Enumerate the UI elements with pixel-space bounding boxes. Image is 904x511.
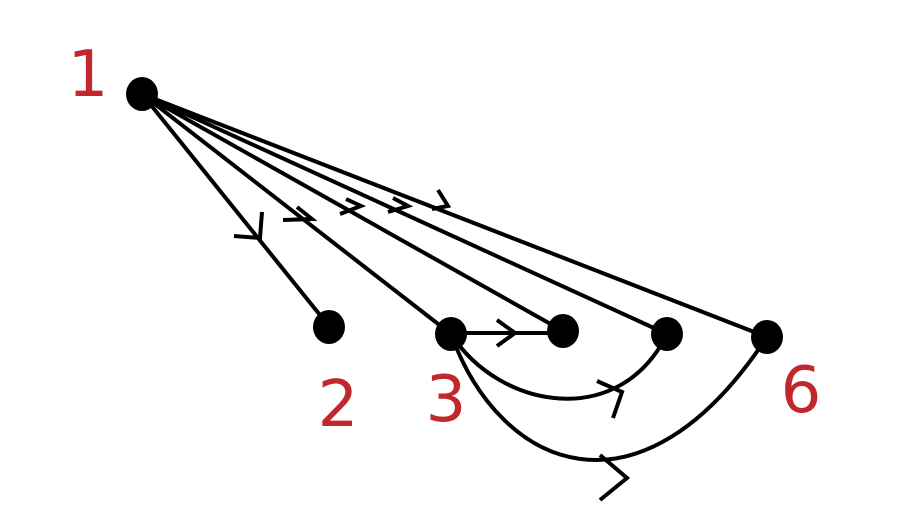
node-6 bbox=[751, 320, 783, 354]
arrowhead-1-to-6 bbox=[431, 188, 452, 211]
arrowhead-1-to-3 bbox=[282, 205, 318, 222]
arrowhead-1-to-2 bbox=[233, 211, 264, 241]
node-3 bbox=[435, 317, 467, 351]
edge-1-to-4 bbox=[141, 92, 564, 333]
arrowhead-3-to-6 bbox=[598, 453, 631, 502]
node-4 bbox=[547, 314, 579, 348]
edge-3-to-6 bbox=[449, 333, 769, 462]
node-6-label: 6 bbox=[781, 354, 822, 428]
arrowhead-3-to-4 bbox=[495, 318, 519, 348]
node-2 bbox=[313, 310, 345, 344]
arrowhead-1-to-4 bbox=[339, 197, 367, 216]
node-2-label: 2 bbox=[318, 368, 359, 442]
edge-1-to-2 bbox=[140, 92, 330, 327]
edge-1-to-3 bbox=[140, 92, 453, 336]
arrowhead-3-to-5 bbox=[596, 379, 625, 419]
edge-1-to-6 bbox=[141, 92, 768, 339]
edge-3-to-5 bbox=[449, 332, 669, 401]
arrowhead-1-to-5 bbox=[387, 196, 414, 214]
edge-1-to-5 bbox=[141, 92, 668, 336]
node-5 bbox=[651, 317, 683, 351]
node-1 bbox=[126, 77, 158, 111]
node-1-label: 1 bbox=[68, 38, 109, 112]
node-3-label: 3 bbox=[426, 363, 467, 437]
